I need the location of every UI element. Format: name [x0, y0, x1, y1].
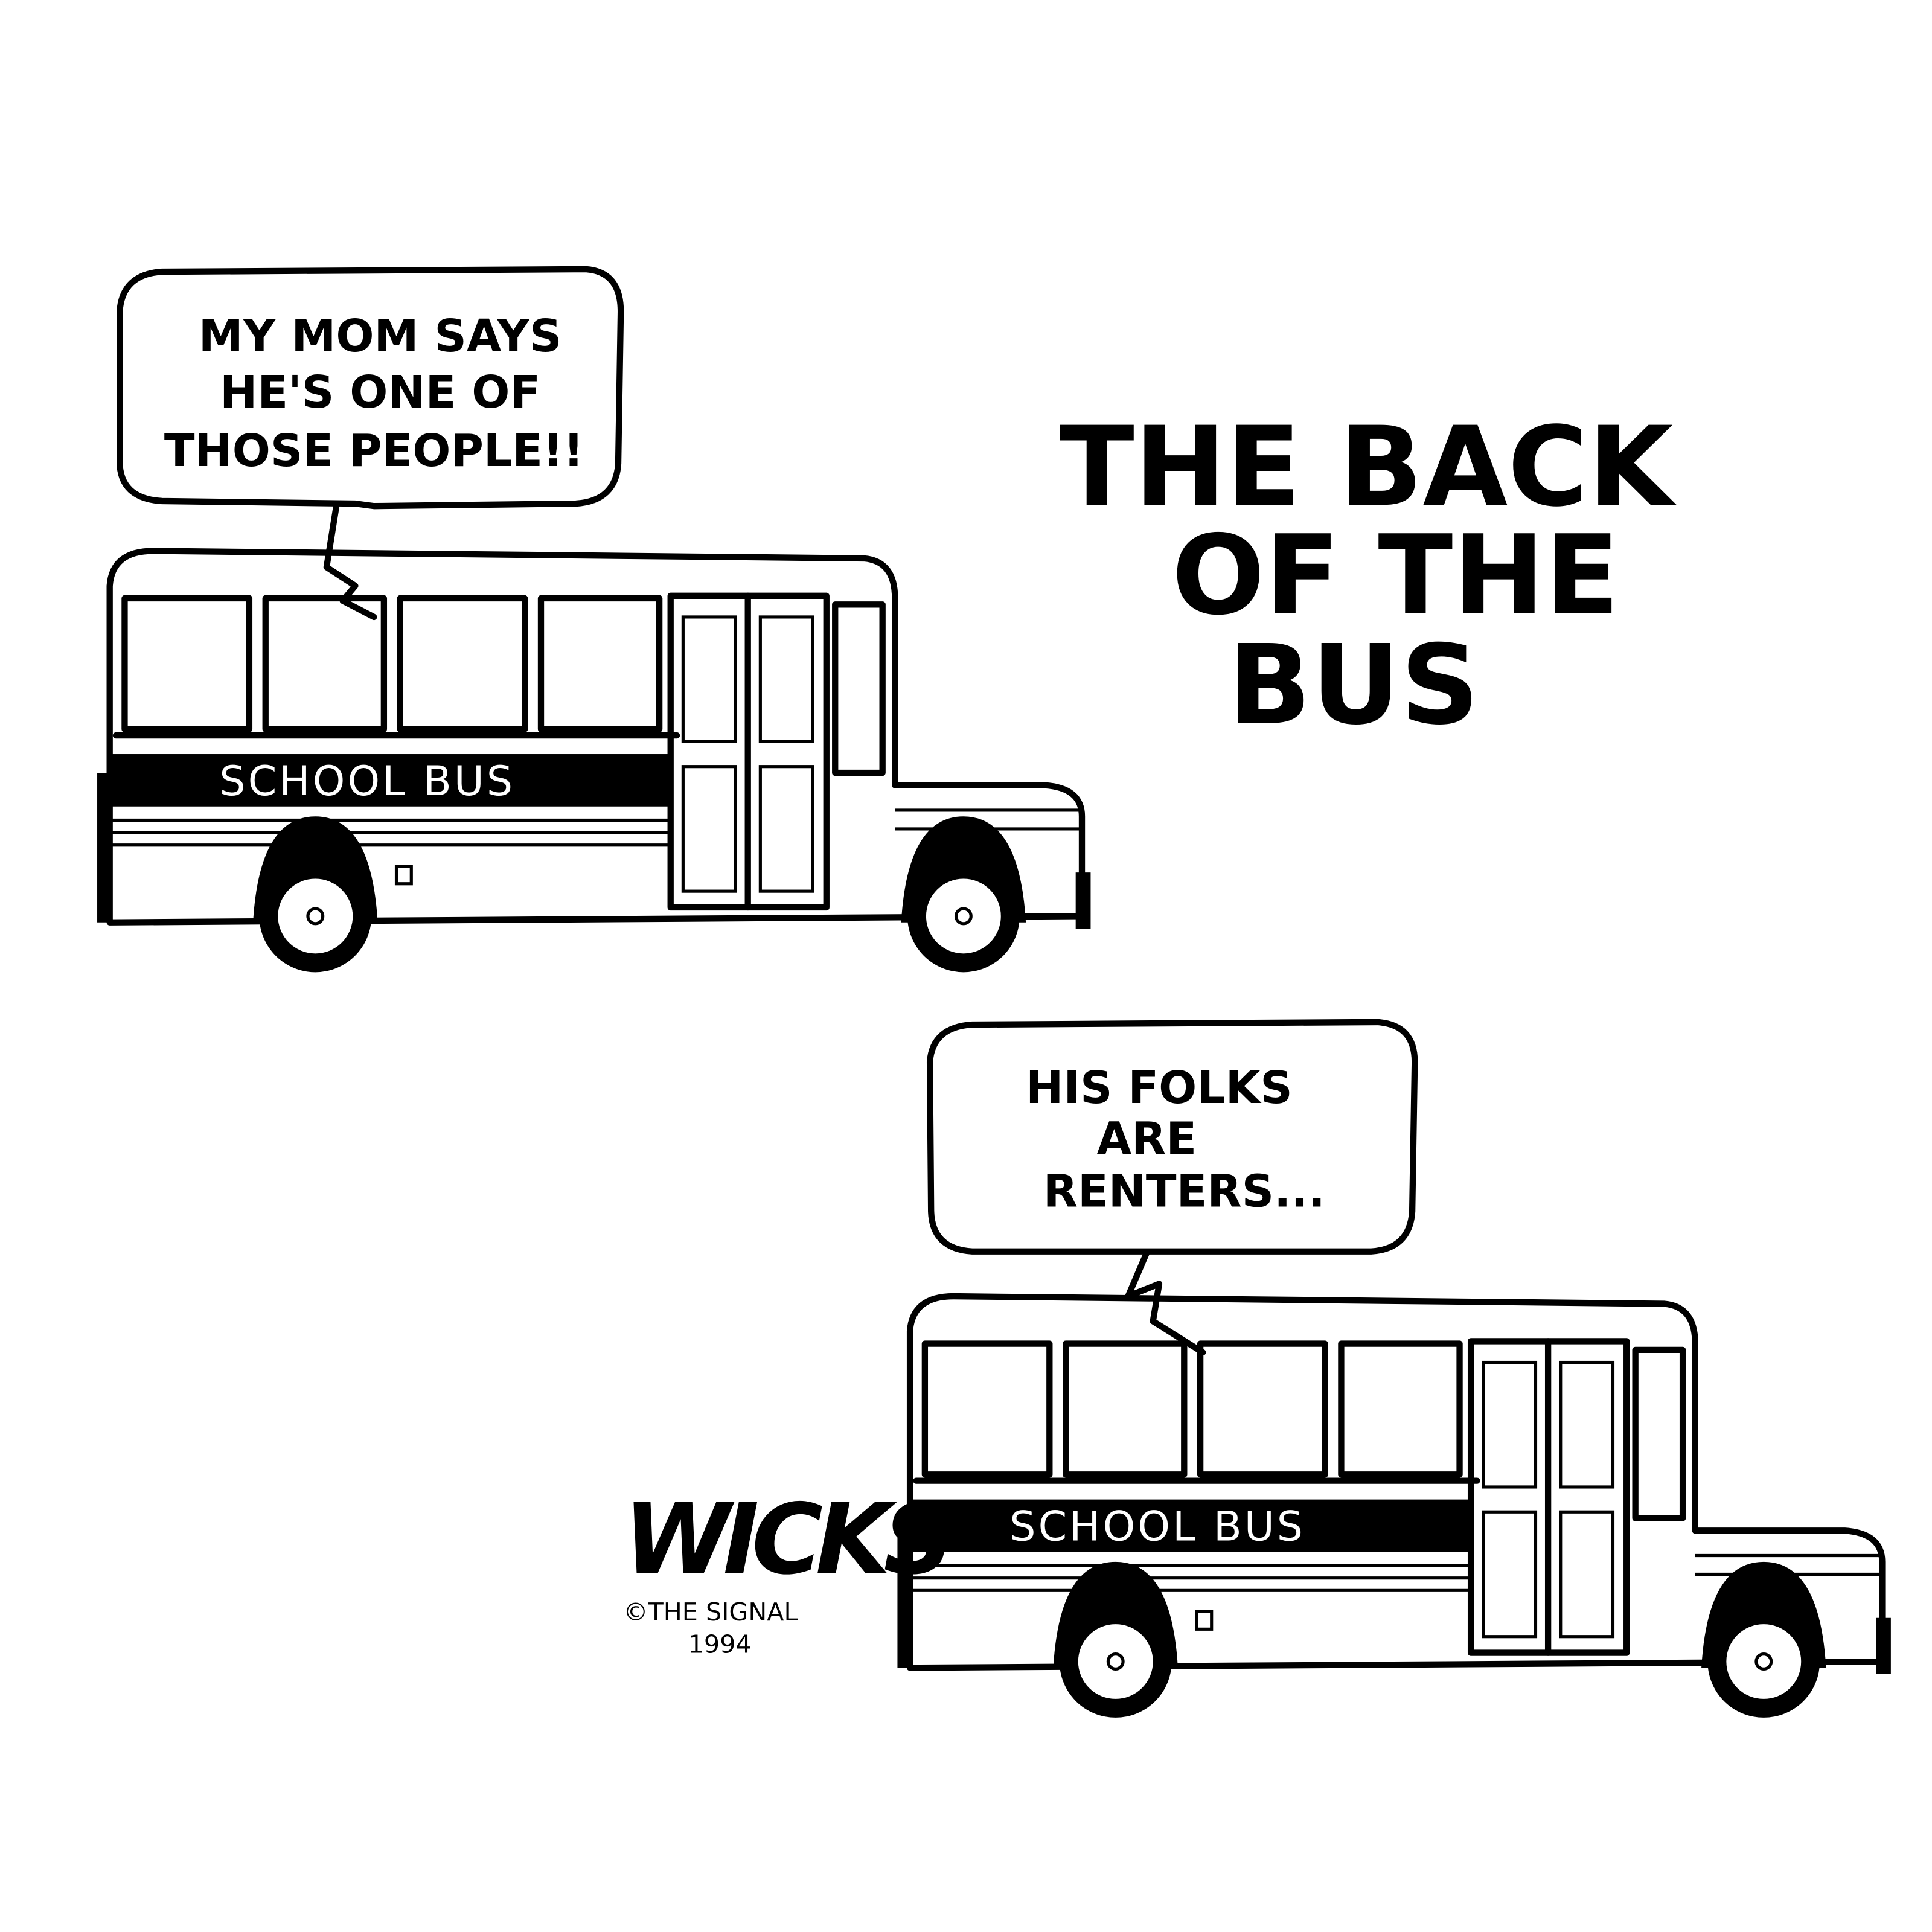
title-line-2: OF THE [1172, 511, 1620, 639]
cartoon-title: THE BACK OF THE BUS [1060, 403, 1677, 749]
speech-bubble-2: HIS FOLKS ARE RENTERS... [926, 1019, 1418, 1356]
panel-2: HIS FOLKS ARE RENTERS... SCHOOL BUS [897, 1019, 1890, 1718]
artist-name: WICKS [623, 1483, 948, 1596]
speech-line: ARE [1097, 1113, 1197, 1165]
speech-line: THOSE PEOPLE!! [164, 424, 584, 477]
panel-1: MY MOM SAYS HE'S ONE OF THOSE PEOPLE!! S… [97, 266, 1090, 973]
title-line-3: BUS [1228, 621, 1480, 749]
school-bus-1: SCHOOL BUS [97, 551, 1090, 973]
bus-label: SCHOOL BUS [219, 758, 515, 805]
school-bus-2: SCHOOL BUS [897, 1296, 1890, 1718]
speech-bubble-1: MY MOM SAYS HE'S ONE OF THOSE PEOPLE!! [117, 266, 624, 621]
bus-label: SCHOOL BUS [1009, 1503, 1305, 1551]
speech-line: RENTERS... [1043, 1165, 1325, 1217]
speech-line: HIS FOLKS [1026, 1061, 1293, 1114]
speech-line: MY MOM SAYS [199, 310, 562, 362]
artist-signature: WICKS ©THE SIGNAL 1994 [623, 1483, 956, 1659]
title-line-1: THE BACK [1060, 403, 1677, 531]
speech-line: HE'S ONE OF [220, 366, 540, 418]
copyright-text: ©THE SIGNAL [623, 1598, 798, 1627]
copyright-year: 1994 [688, 1630, 752, 1659]
